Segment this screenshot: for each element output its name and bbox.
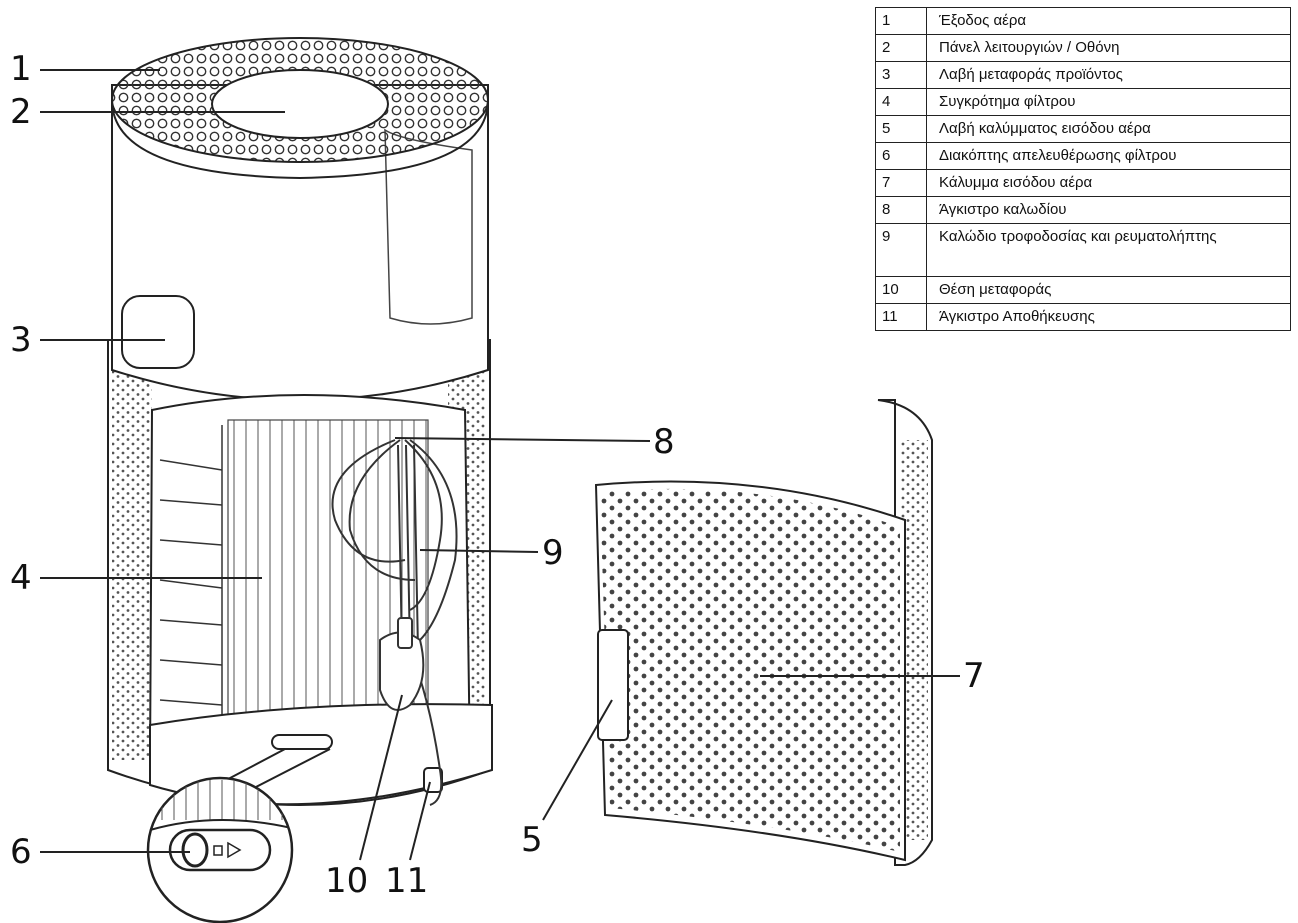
callout-7: 7 <box>963 656 985 696</box>
callout-2: 2 <box>10 92 32 132</box>
legend-number: 11 <box>875 303 927 331</box>
legend-text: Κάλυμμα εισόδου αέρα <box>926 169 1291 197</box>
legend-number: 8 <box>875 196 927 224</box>
callout-9: 9 <box>542 533 564 573</box>
legend-text: Διακόπτης απελευθέρωσης φίλτρου <box>926 142 1291 170</box>
legend-number: 9 <box>875 223 927 277</box>
callout-8: 8 <box>653 422 675 462</box>
legend-number: 5 <box>875 115 927 143</box>
legend-number: 2 <box>875 34 927 62</box>
legend-text: Συγκρότημα φίλτρου <box>926 88 1291 116</box>
leader-lines <box>40 69 960 861</box>
legend-number: 1 <box>875 7 927 35</box>
legend-number: 6 <box>875 142 927 170</box>
callout-6: 6 <box>10 832 32 872</box>
purifier-body <box>107 37 493 806</box>
legend-number: 7 <box>875 169 927 197</box>
callout-10: 10 <box>325 861 369 901</box>
legend-text: Άγκιστρο καλωδίου <box>926 196 1291 224</box>
power-cord <box>331 439 458 806</box>
callout-3: 3 <box>10 320 32 360</box>
legend-number: 10 <box>875 276 927 304</box>
callout-5: 5 <box>521 820 543 860</box>
legend-text: Άγκιστρο Αποθήκευσης <box>926 303 1291 331</box>
callout-11: 11 <box>385 861 429 901</box>
legend-text: Θέση μεταφοράς <box>926 276 1291 304</box>
legend-text: Λαβή μεταφοράς προϊόντος <box>926 61 1291 89</box>
legend-text: Πάνελ λειτουργιών / Οθόνη <box>926 34 1291 62</box>
legend-text: Έξοδος αέρα <box>926 7 1291 35</box>
air-inlet-cover <box>594 399 933 866</box>
callout-1: 1 <box>10 49 32 89</box>
legend-number: 4 <box>875 88 927 116</box>
callout-4: 4 <box>10 558 32 598</box>
legend-text: Καλώδιο τροφοδοσίας και ρευματολήπτης <box>926 223 1291 277</box>
legend-number: 3 <box>875 61 927 89</box>
legend-text: Λαβή καλύμματος εισόδου αέρα <box>926 115 1291 143</box>
